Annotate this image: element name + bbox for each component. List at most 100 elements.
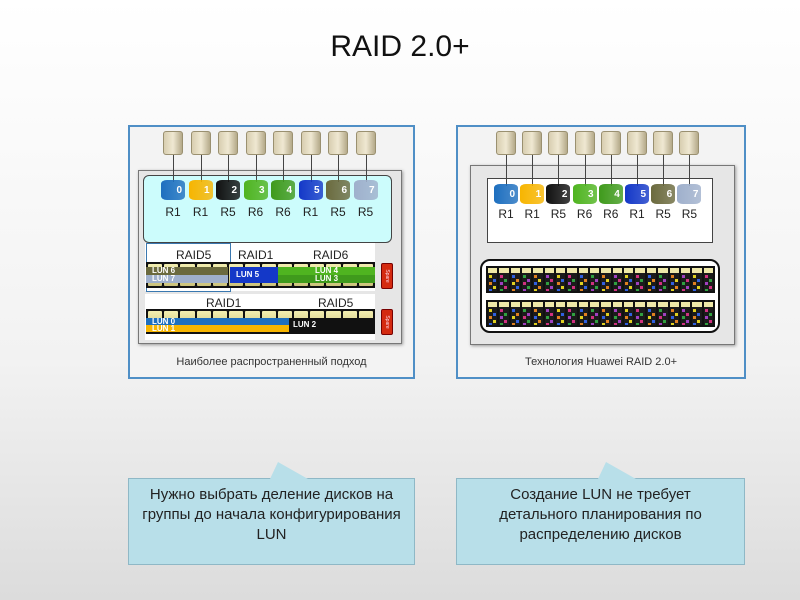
- lun-cylinder-icon: 6: [326, 180, 350, 200]
- connection-line: [610, 155, 612, 186]
- chunk-disk: [612, 268, 623, 291]
- raid-label: RAID6: [313, 248, 349, 262]
- server-icon: [653, 131, 674, 155]
- raid-label: RAID5: [176, 248, 212, 262]
- left-callout: Нужно выбрать деление дисков на группы д…: [128, 478, 415, 565]
- lun-cylinder-icon: 0: [161, 180, 185, 200]
- spare-label: Spare: [384, 269, 390, 283]
- chunk-disk: [646, 302, 657, 325]
- lun-7: LUN 7: [146, 275, 228, 283]
- raid-label: RAID5: [318, 296, 354, 310]
- raid-level-label: R6: [576, 207, 593, 221]
- raid-level-label: R1: [302, 205, 319, 219]
- chunk-disk: [544, 302, 555, 325]
- server-icon: [679, 131, 700, 155]
- server-icon: [190, 131, 211, 155]
- lun-4: LUN 4: [278, 267, 375, 275]
- pool-drive-row: [486, 300, 715, 327]
- chunk-disk: [499, 302, 509, 325]
- right-callout: Создание LUN не требует детального плани…: [456, 478, 745, 565]
- chunk-disk: [533, 268, 543, 291]
- connection-line: [637, 155, 638, 186]
- raid-level-label: R6: [275, 205, 291, 219]
- raid-level-label: R1: [192, 205, 209, 219]
- lun-cylinder-icon: 3: [572, 184, 597, 204]
- lun-cylinder-icon: 4: [271, 180, 295, 200]
- chunk-disk: [567, 268, 577, 291]
- raid-level-label: R5: [550, 207, 567, 221]
- server-icon: [328, 131, 348, 155]
- spare-disk: Spare: [381, 309, 393, 335]
- lun-cylinder-icon: 6: [651, 184, 676, 204]
- lun-cylinder-icon: 0: [494, 184, 518, 204]
- server-icon: [574, 131, 595, 155]
- chunk-disk: [590, 302, 600, 325]
- chunk-disk: [522, 268, 532, 291]
- server-icon: [300, 131, 321, 155]
- chunk-disk: [635, 268, 645, 291]
- chunk-disk: [499, 268, 509, 291]
- chunk-disk: [669, 302, 679, 325]
- raid-level-label: R5: [357, 205, 374, 219]
- raid-level-label: R1: [524, 207, 540, 221]
- chunk-disk: [658, 302, 668, 325]
- chunk-disk: [601, 268, 611, 291]
- chunk-disk: [567, 302, 577, 325]
- lun-cylinder-icon: 5: [625, 184, 649, 204]
- chunk-disk: [544, 268, 555, 291]
- connection-line: [663, 155, 665, 186]
- lun-cylinder-icon: 5: [298, 180, 323, 200]
- chunk-disk: [612, 302, 623, 325]
- lun-cylinder-icon: 4: [598, 184, 623, 204]
- connection-line: [255, 155, 257, 182]
- chunk-disk: [510, 268, 521, 291]
- chunk-disk: [578, 268, 589, 291]
- chunk-disk: [488, 268, 498, 291]
- callout-pointer: [598, 462, 636, 479]
- lun-6: LUN 6: [146, 267, 228, 275]
- server-icon: [600, 131, 621, 155]
- raid-level-label: R6: [603, 207, 619, 221]
- lun-cylinder-icon: 3: [243, 180, 268, 200]
- connection-line: [200, 155, 202, 182]
- spare-label: Spare: [384, 315, 390, 329]
- chunk-disk: [522, 302, 532, 325]
- chunk-disk: [624, 268, 634, 291]
- chunk-disk: [601, 302, 611, 325]
- lun-2: LUN 2: [289, 318, 375, 332]
- connection-line: [310, 155, 312, 182]
- raid-label: RAID1: [206, 296, 242, 310]
- connection-line: [506, 155, 507, 186]
- left-caption: Наиболее распространенный подход: [176, 356, 367, 368]
- server-icon: [522, 131, 543, 155]
- raid-level-label: R1: [629, 207, 645, 221]
- chunk-disk: [646, 268, 657, 291]
- lun-cylinder-icon: 7: [353, 180, 378, 200]
- connection-line: [558, 155, 560, 186]
- chunk-disk: [658, 268, 668, 291]
- lun-cylinder-icon: 1: [188, 180, 213, 200]
- connection-line: [365, 155, 367, 182]
- chunk-disk: [488, 302, 498, 325]
- callout-pointer: [270, 462, 308, 479]
- server-icon: [496, 131, 516, 155]
- chunk-disk: [692, 302, 702, 325]
- chunk-disk: [635, 302, 645, 325]
- chunk-disk: [692, 268, 702, 291]
- chunk-disk: [556, 268, 566, 291]
- pool-drive-row: [486, 266, 715, 293]
- chunk-disk: [624, 302, 634, 325]
- raid-level-label: R5: [681, 207, 698, 221]
- spare-disk: Spare: [381, 263, 393, 289]
- connection-line: [532, 155, 534, 186]
- chunk-disk: [510, 302, 521, 325]
- server-icon: [355, 131, 376, 155]
- chunk-disk: [669, 268, 679, 291]
- server-icon: [245, 131, 266, 155]
- chunk-disk: [680, 302, 691, 325]
- chunk-disk: [703, 268, 713, 291]
- chunk-disk: [590, 268, 600, 291]
- connection-line: [338, 155, 339, 182]
- server-icon: [218, 131, 238, 155]
- raid-level-label: R5: [655, 207, 671, 221]
